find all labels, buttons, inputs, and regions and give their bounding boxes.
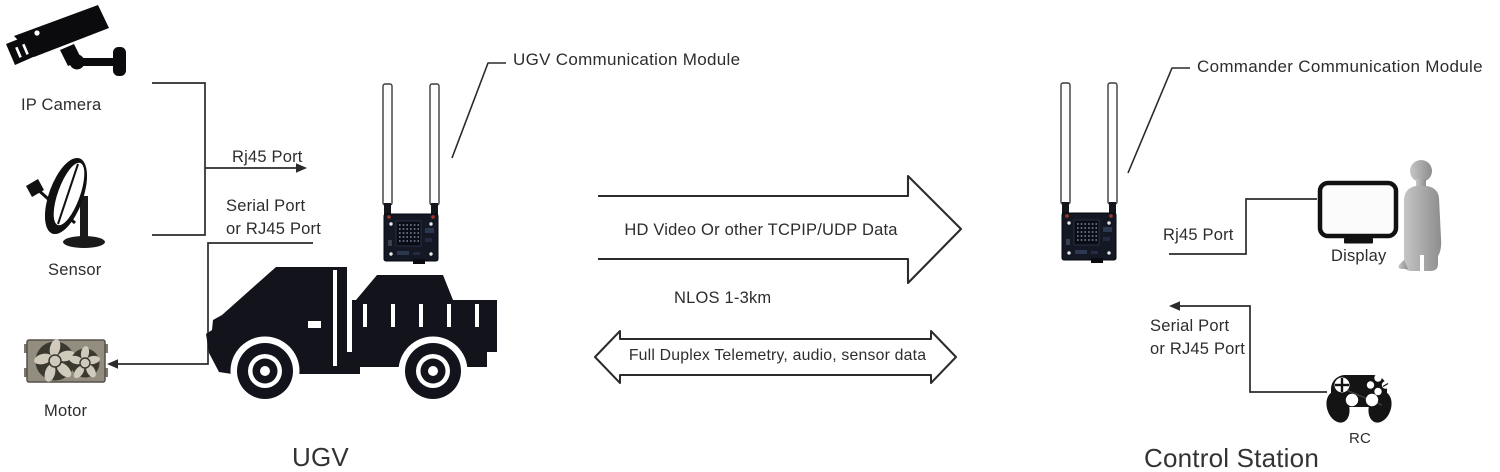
display-monitor-icon: [1317, 180, 1399, 244]
duplex-arrow: [594, 330, 957, 384]
duplex-label: Full Duplex Telemetry, audio, sensor dat…: [628, 347, 927, 364]
ugv-module-label: UGV Communication Module: [513, 50, 741, 69]
rj45-elbow-right: [1169, 198, 1317, 255]
serial-elbow-right: [1169, 301, 1327, 393]
serial-elbow-left: [107, 242, 313, 369]
ugv-module-leader-line: [451, 62, 506, 159]
radiator-fan-icon: [24, 339, 108, 383]
ip-camera-label: IP Camera: [21, 96, 102, 114]
commander-module-leader-line: [1127, 67, 1190, 174]
operator-person-icon: [1398, 160, 1442, 271]
downlink-label: HD Video Or other TCPIP/UDP Data: [624, 221, 898, 239]
rj45-arrow-left: [205, 163, 307, 173]
motor-label: Motor: [44, 402, 88, 420]
ip-camera-icon: [6, 5, 126, 76]
serial-port-label-left: Serial Port or RJ45 Port: [226, 197, 322, 238]
rj45-port-label-right: Rj45 Port: [1163, 226, 1234, 244]
camera-sensor-bracket-line: [152, 82, 206, 236]
downlink-arrow: [598, 174, 963, 285]
sensor-label: Sensor: [48, 261, 102, 279]
commander-module-label: Commander Communication Module: [1197, 57, 1483, 76]
rj45-port-label-left: Rj45 Port: [232, 148, 303, 166]
display-label: Display: [1331, 247, 1387, 265]
satellite-dish-icon: [26, 157, 105, 248]
rc-gamepad-icon: [1326, 374, 1392, 423]
ugv-label: UGV: [292, 442, 349, 472]
commander-comm-module-icon: [1060, 82, 1118, 264]
control-station-label: Control Station: [1144, 443, 1319, 472]
nlos-range-label: NLOS 1-3km: [674, 289, 772, 307]
rc-label: RC: [1349, 430, 1372, 447]
serial-port-label-right: Serial Port or RJ45 Port: [1150, 317, 1246, 358]
ugv-comm-module-icon: [382, 83, 440, 265]
ugv-truck-icon: [206, 267, 497, 406]
